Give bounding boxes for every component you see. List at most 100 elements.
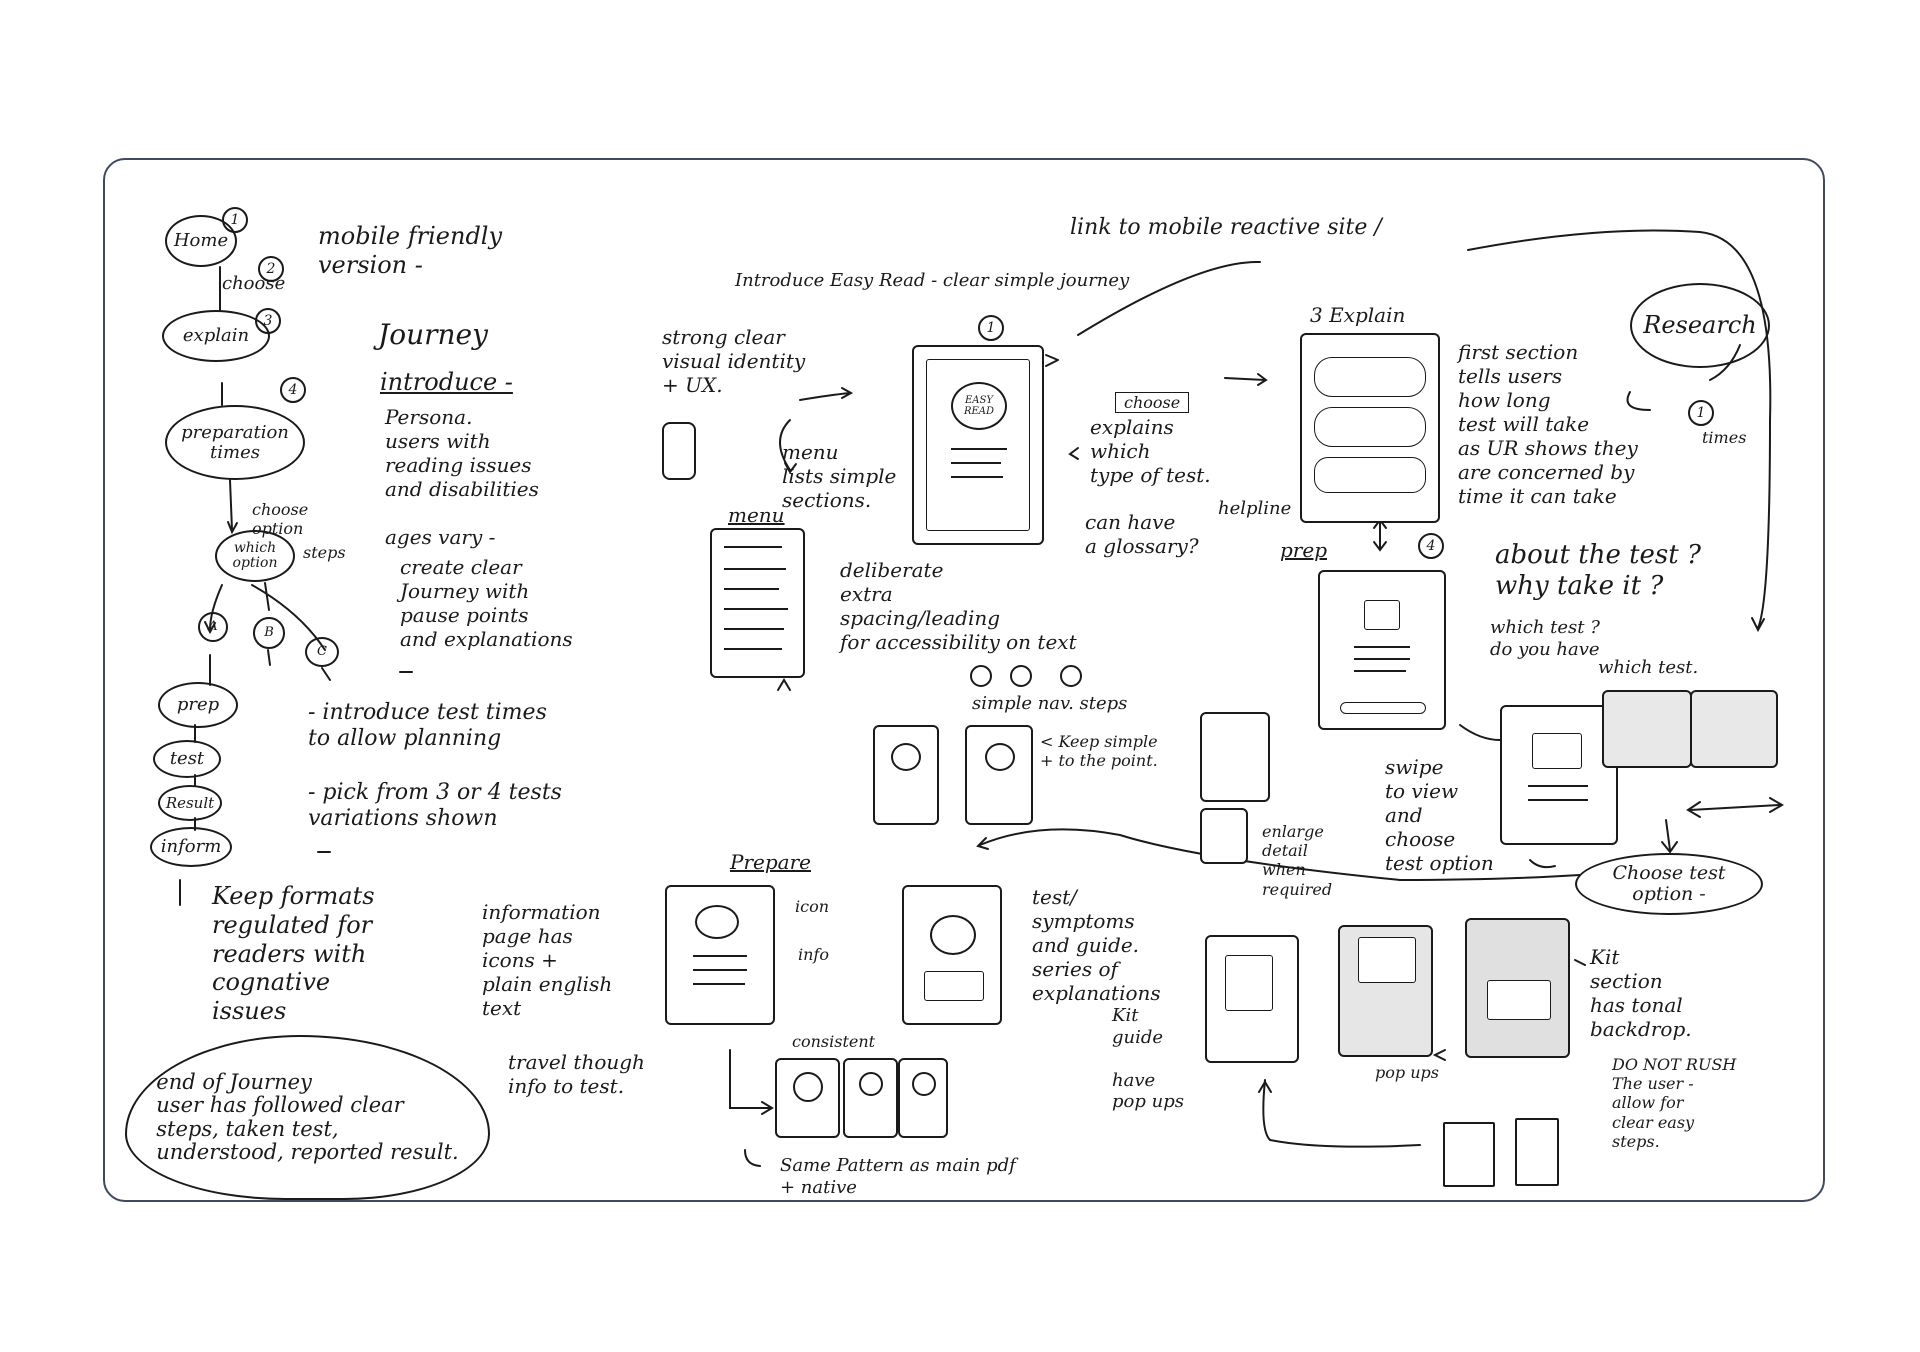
text-line [693, 969, 747, 971]
note-introduce-test-times: - introduce test times to allow planning [308, 700, 547, 752]
menu-line [724, 648, 782, 650]
label-choose-button: choose [1115, 392, 1190, 414]
flow-node-inform: inform [150, 827, 232, 867]
sketch-easy-read-screen: EASY READ [912, 345, 1044, 545]
nav-dot-next [1060, 665, 1082, 687]
text-line [951, 476, 1003, 478]
nav-dot-current [1010, 665, 1032, 687]
note-deliberate-spacing: deliberate extra spacing/leading for acc… [840, 558, 1077, 654]
choose-test-option-bubble: Choose test option - [1575, 853, 1763, 915]
note-swipe-to-view: swipe to view and choose test option [1385, 755, 1494, 875]
sketch-popup-screen [1465, 918, 1570, 1058]
text-line [693, 955, 747, 957]
flow-node-a: A [198, 612, 228, 642]
popup-image [1487, 980, 1551, 1020]
sketch-explain-screen [1300, 333, 1440, 523]
flow-node-result: Result [158, 785, 222, 821]
prepare-icon [695, 905, 739, 939]
nav-icon-circle [891, 743, 921, 771]
note-information-page: information page has icons + plain engli… [482, 900, 613, 1020]
text-line [951, 448, 1007, 450]
note-prepare-label: Prepare [730, 850, 811, 874]
text-line [951, 462, 1001, 464]
popup-image [1225, 955, 1273, 1011]
note-prep-label: prep [1280, 538, 1328, 562]
sketch-test-carousel-main [1500, 705, 1618, 845]
menu-line [724, 588, 779, 590]
sketch-small-phone [662, 422, 696, 480]
sketch-consistent-screen [843, 1058, 898, 1138]
flow-node-c: C [305, 637, 339, 667]
note-keep-simple: < Keep simple + to the point. [1040, 732, 1158, 771]
sketch-test-carousel-card [1602, 690, 1692, 768]
carousel-image [1532, 733, 1582, 769]
sketch-consistent-screen [775, 1058, 840, 1138]
note-menu-label: menu [728, 503, 785, 527]
menu-line [724, 608, 788, 610]
note-first-section: first section tells users how long test … [1458, 340, 1638, 508]
flow-node-preparation-times: preparation times [165, 405, 305, 480]
note-about-the-test: about the test ? why take it ? [1495, 540, 1701, 602]
step-number-badge: 3 [255, 308, 281, 334]
flow-label-steps: steps [303, 543, 346, 562]
consistent-icon [793, 1072, 823, 1102]
note-kit-guide: Kit guide have pop ups [1112, 1005, 1184, 1113]
sketch-prepare-screen [665, 885, 775, 1025]
step-number-badge: 2 [258, 256, 284, 282]
note-create-clear-journey: create clear Journey with pause points a… [400, 555, 573, 651]
text-line [693, 983, 745, 985]
explain-card [1314, 407, 1426, 447]
note-can-have-glossary: can have a glossary? [1085, 510, 1199, 558]
note-end-of-journey: end of Journey user has followed clear s… [156, 1070, 459, 1164]
step-number-badge: 1 [1688, 400, 1714, 426]
sketch-test-carousel-card [1690, 690, 1778, 768]
consistent-icon [912, 1072, 936, 1096]
note-travel-through: travel though info to test. [508, 1050, 645, 1098]
note-persona: Persona. users with reading issues and d… [385, 405, 539, 549]
sketch-popup-screen [1205, 935, 1299, 1063]
flow-node-b: B [253, 617, 285, 649]
note-enlarge-detail: enlarge detail when required [1262, 822, 1333, 899]
note-icon: icon [795, 897, 830, 916]
sketch-nav-screen [873, 725, 939, 825]
note-kit-section: Kit section has tonal backdrop. [1590, 945, 1692, 1041]
note-info: info [798, 945, 829, 964]
note-same-pattern: Same Pattern as main pdf + native [780, 1155, 1016, 1198]
guide-panel [924, 971, 984, 1001]
menu-line [724, 628, 784, 630]
flow-node-home: Home [165, 215, 237, 267]
menu-line [724, 546, 782, 548]
explain-card [1314, 357, 1426, 397]
note-helpline: helpline [1218, 498, 1292, 519]
note-link-mobile-reactive-site: link to mobile reactive site / [1070, 215, 1382, 240]
note-pick-from-tests: - pick from 3 or 4 tests variations show… [308, 780, 562, 832]
consistent-icon [859, 1072, 883, 1096]
flow-node-which-option: which option [215, 530, 295, 582]
sketch-enlarge-screen [1200, 712, 1270, 802]
sketch-test-guide-screen [902, 885, 1002, 1025]
sketch-menu-screen [710, 528, 805, 678]
note-which-test: which test. [1598, 657, 1699, 678]
step-number-badge: 4 [280, 377, 306, 403]
sketch-nav-screen [965, 725, 1033, 825]
note-strong-visual-identity: strong clear visual identity + UX. [662, 325, 806, 397]
step-number-badge: 4 [1418, 533, 1444, 559]
text-line [1528, 785, 1588, 787]
nav-dot-prev [970, 665, 992, 687]
prep-icon [1364, 600, 1400, 630]
flow-node-test: test [153, 740, 221, 778]
note-test-symptoms: test/ symptoms and guide. series of expl… [1032, 885, 1161, 1005]
nav-icon-circle [985, 743, 1015, 771]
note-pop-ups: pop ups [1375, 1063, 1439, 1082]
note-times: times [1702, 428, 1747, 447]
note-explains-type-of-test: explains which type of test. [1090, 415, 1211, 487]
note-explain-label: 3 Explain [1310, 303, 1406, 327]
note-menu-lists-sections: menu lists simple sections. [782, 440, 897, 512]
screen-inner: EASY READ [926, 359, 1030, 531]
step-number-badge: 1 [978, 315, 1004, 341]
flow-node-prep: prep [158, 682, 238, 728]
note-journey-title: Journey [378, 318, 488, 351]
sketch-small-box [1515, 1118, 1559, 1186]
text-line [1528, 799, 1588, 801]
